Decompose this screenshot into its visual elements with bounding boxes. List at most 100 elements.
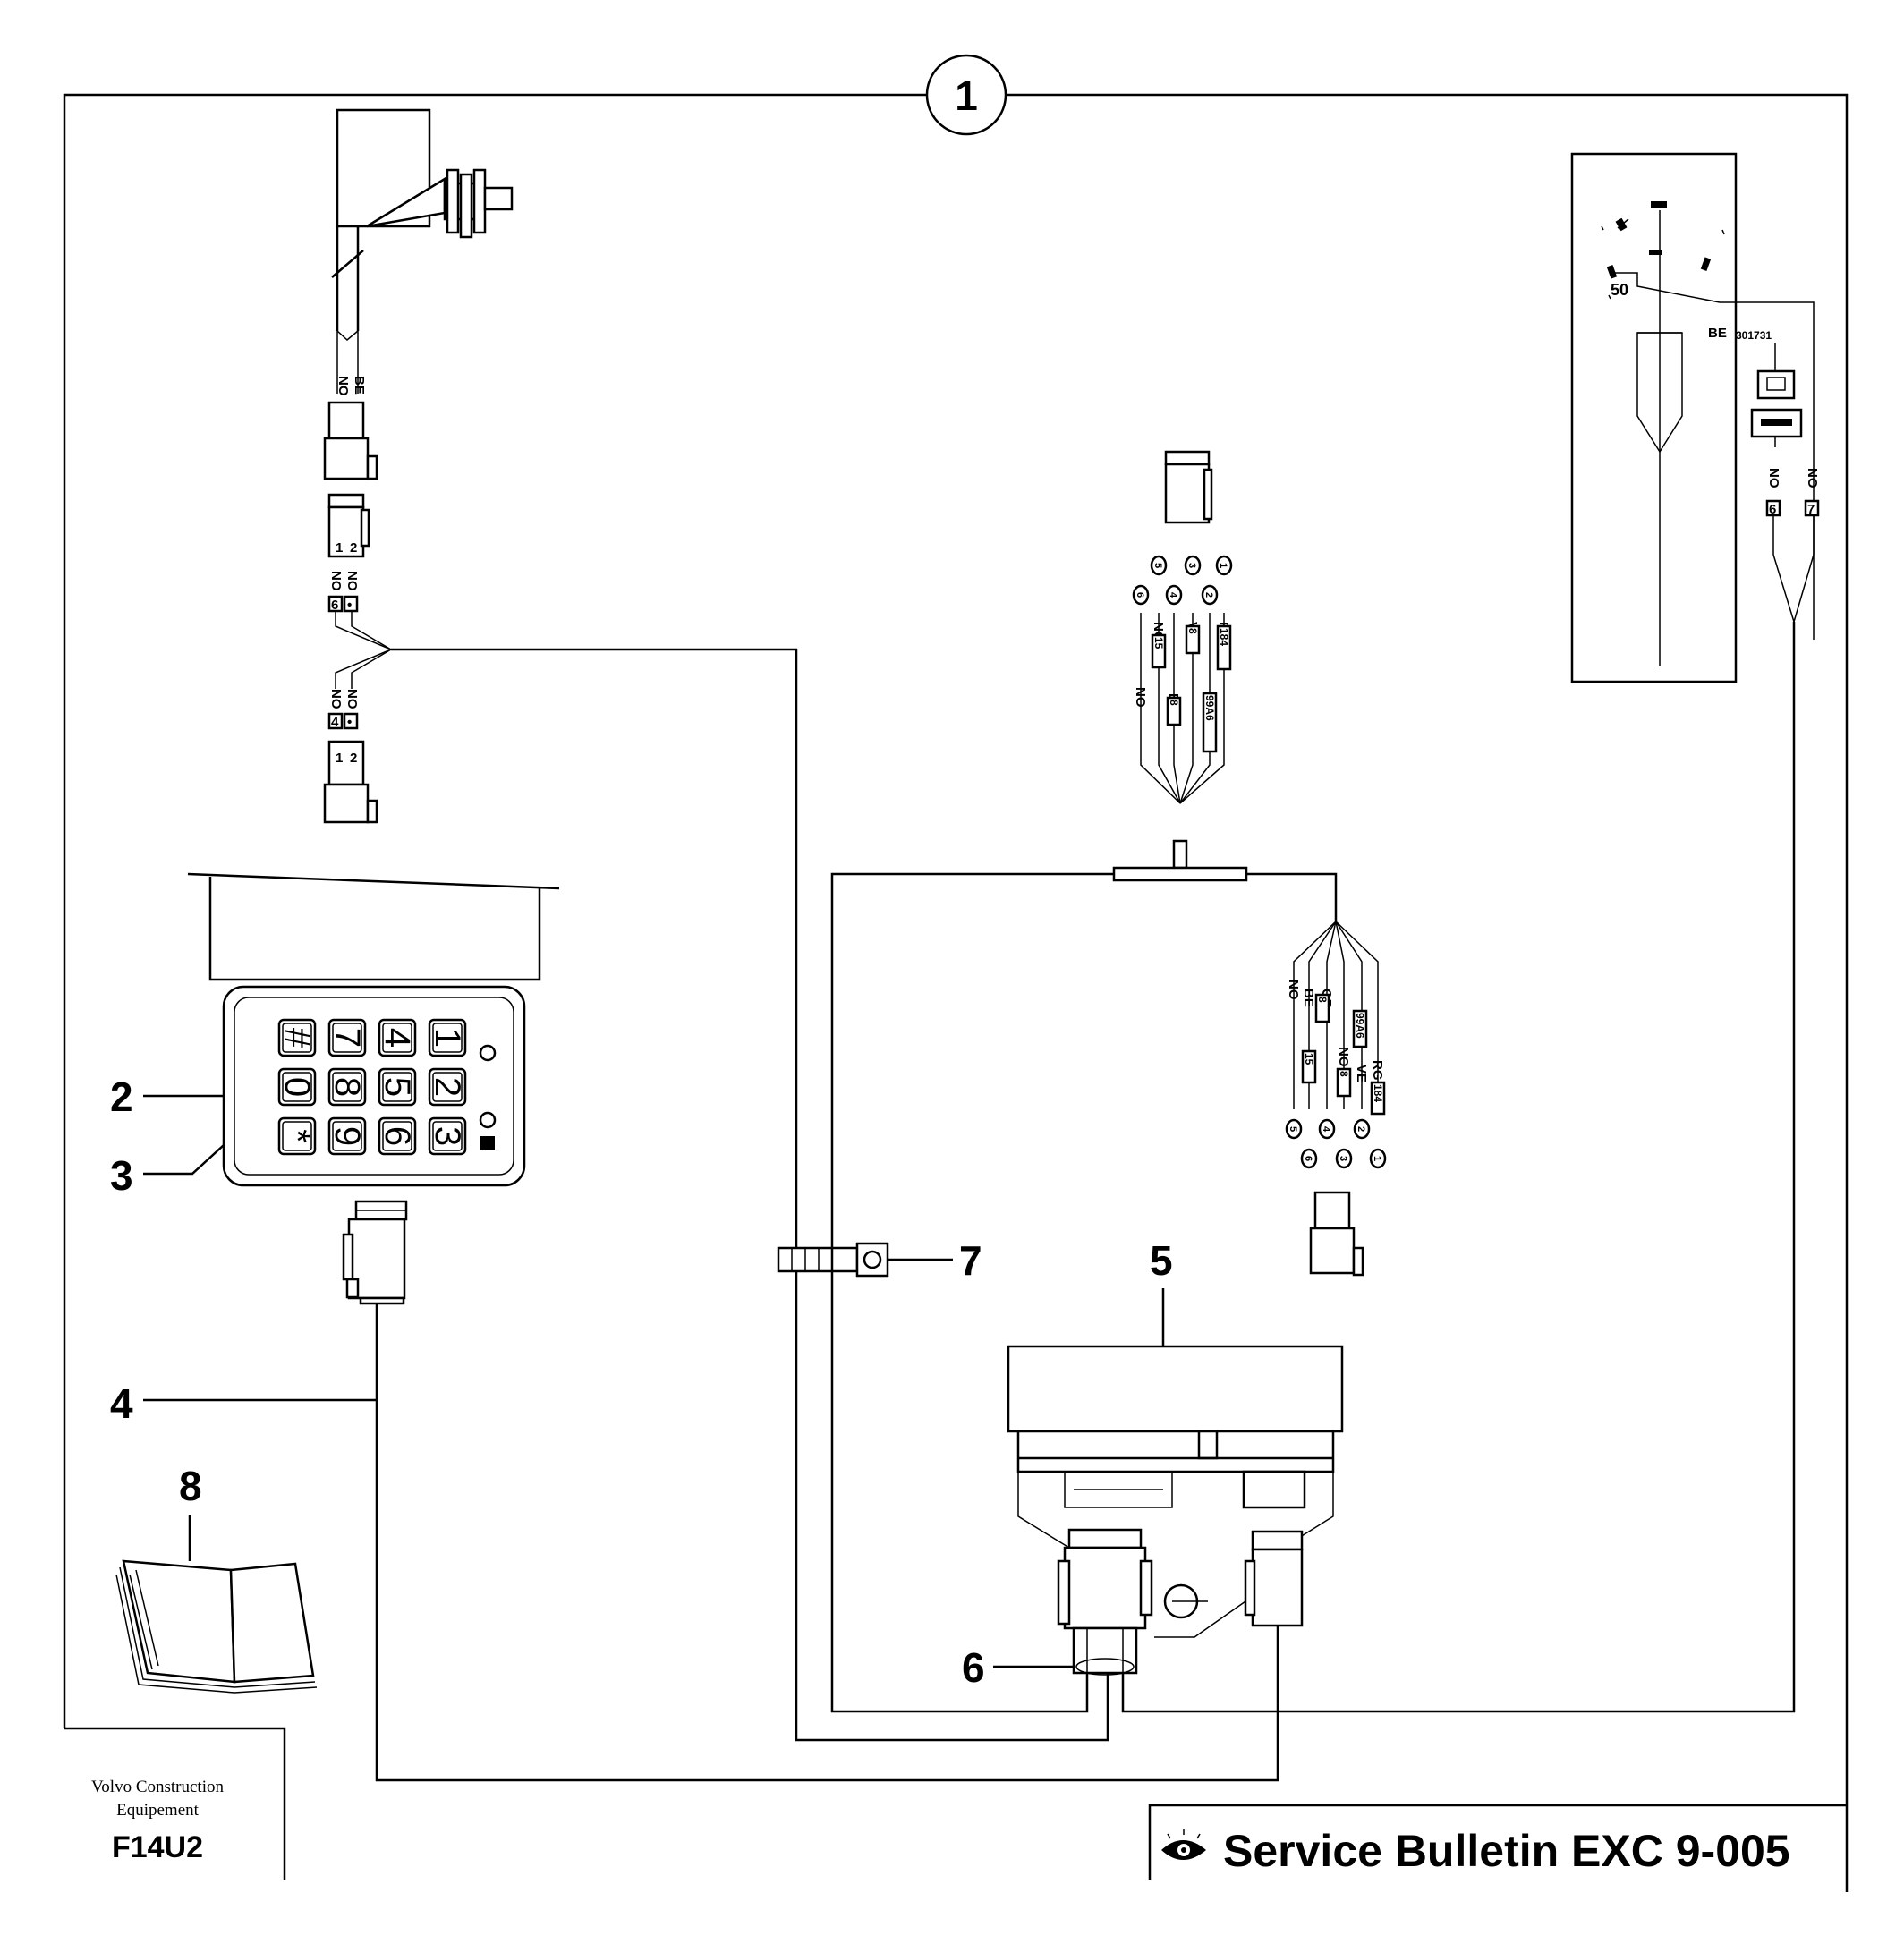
keypad-key[interactable]: 8 [327,1067,367,1107]
keypad-cable [375,1303,1279,1782]
keypad-key[interactable]: 6 [378,1116,417,1156]
svg-text:8: 8 [1316,997,1329,1003]
sensor-wire-labels-upper: NO BE [336,376,367,396]
svg-text:5: 5 [1288,1126,1298,1132]
keypad-key[interactable]: 0 [277,1067,317,1107]
keypad-key[interactable]: 7 [327,1018,367,1057]
callout-4: 4 [110,1380,133,1427]
svg-text:6: 6 [331,598,338,613]
wire-code-tag: 184 [1216,624,1232,671]
harness-pin: 1 [1369,1148,1387,1169]
svg-text:9: 9 [327,1126,367,1146]
callout-5: 5 [1150,1237,1173,1284]
keypad-key[interactable]: 1 [428,1018,467,1057]
eye-icon [1161,1829,1206,1860]
svg-text:BE: BE [352,376,367,395]
svg-text:50: 50 [1611,281,1628,299]
svg-text:*: * [277,1129,317,1143]
svg-text:99A6: 99A6 [1354,1013,1366,1039]
harness-pin: 2 [1353,1118,1371,1140]
svg-text:8: 8 [327,1077,367,1097]
proximity-sensor [331,108,514,394]
svg-text:1: 1 [1218,563,1228,568]
sensor-connector-socket: 1 2 NO NO 6 • [327,493,370,613]
keypad-key[interactable]: 3 [428,1116,467,1156]
svg-text:•: • [347,598,352,613]
wire-color-label: NO [1133,687,1148,708]
keypad-key[interactable]: 9 [327,1116,367,1156]
manual-book-icon [115,1559,318,1694]
svg-text:3: 3 [1186,563,1197,568]
harness-pin: 1 [1215,555,1233,576]
svg-text:8: 8 [1186,628,1199,634]
harness-pin: 6 [1300,1148,1318,1169]
svg-text:6: 6 [1769,502,1776,517]
svg-text:4: 4 [331,715,339,730]
wire-code-tag: 15 [1151,633,1167,669]
keypad-key[interactable]: * [277,1116,317,1156]
callout-6: 6 [962,1644,985,1691]
callouts: 2 3 4 5 6 7 8 [110,1074,1173,1691]
svg-text:NO: NO [336,376,351,396]
svg-text:NO: NO [328,571,344,591]
svg-text:6: 6 [1135,592,1145,598]
svg-text:2: 2 [1203,592,1214,598]
harness-b-connector [1309,1191,1364,1277]
keypad-led [479,1111,497,1129]
harness-pin: 6 [1132,584,1150,606]
wire-code-tag: 8 [1185,624,1201,655]
svg-text:NO: NO [344,689,360,709]
wire-code-tag: 184 [1370,1081,1386,1116]
wire-code-tag: 8 [1314,993,1330,1023]
keypad-key[interactable]: 4 [378,1018,417,1057]
keypad-key[interactable]: 5 [378,1067,417,1107]
callout-3: 3 [110,1152,133,1199]
wire-code-tag: 15 [1301,1049,1317,1084]
svg-text:1: 1 [336,540,343,556]
svg-text:8: 8 [1168,700,1180,706]
harness-pin: 3 [1335,1148,1353,1169]
harness-pin: 4 [1318,1118,1336,1140]
harness-b: 5NO6BE4OR3NO2VE1RG899A6158184 [1285,921,1387,1169]
wire-color-label: RG [1370,1060,1385,1081]
svg-text:0: 0 [277,1077,317,1097]
svg-text:NO: NO [328,689,344,709]
wire-code-tag: 8 [1166,696,1182,726]
bulletin-title: Service Bulletin EXC 9-005 [1223,1826,1790,1876]
svg-text:2: 2 [428,1077,467,1097]
sensor-split-wires [335,611,1109,1742]
svg-text:2: 2 [1356,1126,1366,1132]
svg-text:184: 184 [1372,1084,1384,1102]
keypad-key[interactable]: 2 [428,1067,467,1107]
wire-color-label: BE [1301,989,1316,1007]
svg-text:99A6: 99A6 [1203,695,1216,721]
company-line-2: Equipement [116,1801,200,1820]
svg-text:NO: NO [1766,468,1781,488]
grommet-ring [1075,1658,1135,1676]
callout-8: 8 [179,1463,202,1509]
svg-text:15: 15 [1152,637,1165,649]
wire-color-label: NO [1286,980,1301,1000]
bulletin-title-block: Service Bulletin EXC 9-005 [1161,1826,1790,1876]
keypad-led [479,1044,497,1062]
keypad-key[interactable]: # [277,1018,317,1057]
svg-text:8: 8 [1338,1071,1350,1077]
sheet-number: 1 [955,72,978,119]
svg-text:4: 4 [1321,1126,1331,1133]
wire-color-label: NO [1336,1047,1351,1067]
wire-color-label: VE [1354,1065,1369,1082]
callout-2: 2 [110,1074,133,1120]
svg-text:3: 3 [428,1126,467,1146]
svg-text:7: 7 [1807,502,1815,517]
harness-a: 6NO5NO4BE3VE2OR1RG158899A6184 [1132,555,1233,804]
company-line-1: Volvo Construction [91,1778,224,1796]
relay-panel: 50 BE 301731 NO NO 6 7 [1570,152,1820,683]
svg-text:4: 4 [378,1028,417,1048]
harness-pin: 3 [1184,555,1202,576]
svg-text:15: 15 [1303,1053,1315,1065]
lower-sensor-connector: NO NO 4 • 1 2 [323,689,378,824]
svg-text:BE: BE [1708,326,1727,341]
svg-text:3: 3 [1338,1156,1348,1161]
